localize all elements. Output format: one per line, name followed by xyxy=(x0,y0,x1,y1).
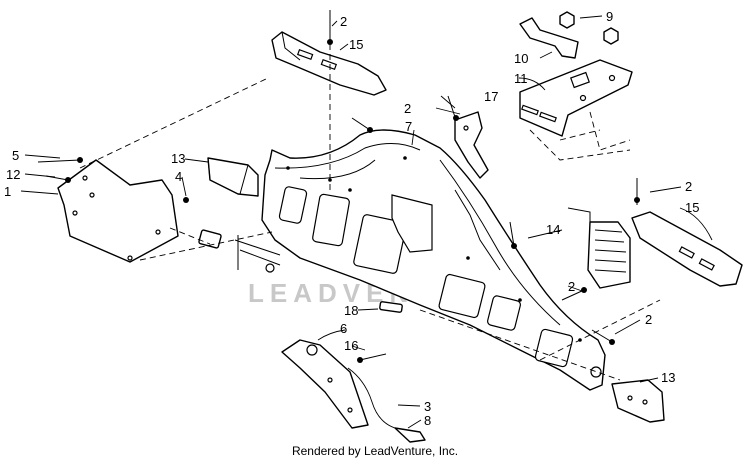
callout-15: 15 xyxy=(349,37,363,52)
callout-8: 8 xyxy=(424,413,431,428)
callout-2: 2 xyxy=(340,14,347,29)
callout-2: 2 xyxy=(645,312,652,327)
callout-7: 7 xyxy=(405,119,412,134)
bottom-bracket-part-6 xyxy=(281,339,369,429)
callout-6: 6 xyxy=(340,321,347,336)
callout-11: 11 xyxy=(514,71,528,86)
callout-12: 12 xyxy=(6,167,20,182)
callout-17: 17 xyxy=(484,89,498,104)
upper-bracket-part-15 xyxy=(271,31,387,96)
callout-2: 2 xyxy=(685,179,692,194)
exchanger-part xyxy=(567,207,631,289)
footer-credit: Rendered by LeadVenture, Inc. xyxy=(291,444,459,458)
right-bracket-part-15 xyxy=(631,211,743,287)
mount-part-13-right xyxy=(611,379,665,423)
callout-13: 13 xyxy=(171,151,185,166)
callout-1: 1 xyxy=(4,184,11,199)
pad-part-18 xyxy=(379,301,403,313)
mount-part-13-left xyxy=(207,157,259,197)
callout-18: 18 xyxy=(344,303,358,318)
callout-14: 14 xyxy=(546,222,560,237)
rivets xyxy=(37,10,640,363)
callout-labels: 1 2 2 2 2 2 15 3 4 5 6 7 8 9 10 11 12 13… xyxy=(4,9,699,428)
callout-2: 2 xyxy=(404,101,411,116)
callout-13: 13 xyxy=(661,370,675,385)
callout-4: 4 xyxy=(175,169,182,184)
strap-part-10 xyxy=(519,17,579,59)
callout-16: 16 xyxy=(344,338,358,353)
side-plate-part-1 xyxy=(57,159,179,263)
nut-part-9 xyxy=(559,11,619,45)
callout-2: 2 xyxy=(568,279,575,294)
bracket-part-17 xyxy=(454,111,489,179)
main-panel xyxy=(261,129,606,391)
callout-3: 3 xyxy=(424,399,431,414)
small-bracket-assembly xyxy=(198,229,281,273)
callout-10: 10 xyxy=(514,51,528,66)
callout-15: 15 xyxy=(685,200,699,215)
callout-5: 5 xyxy=(12,148,19,163)
callout-9: 9 xyxy=(606,9,613,24)
top-right-bracket-part-11 xyxy=(519,59,633,137)
